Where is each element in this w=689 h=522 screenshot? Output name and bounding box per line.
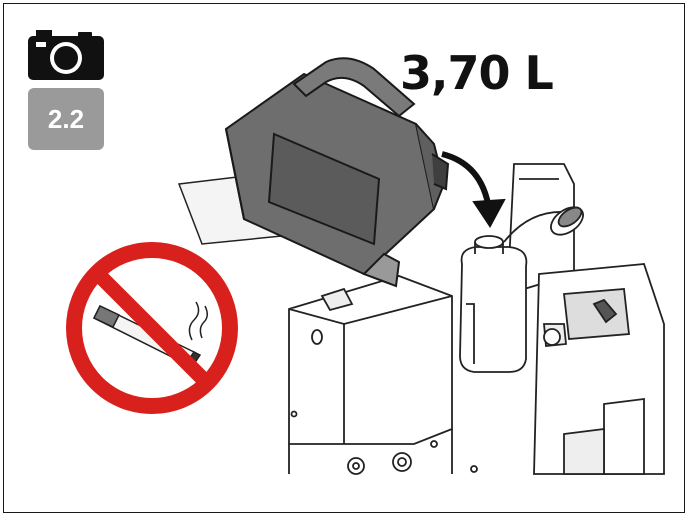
refuel-illustration bbox=[177, 57, 665, 475]
engine-block bbox=[508, 163, 665, 475]
fuel-volume-label: 3,70 L bbox=[400, 46, 554, 100]
fuel-tank bbox=[459, 211, 580, 373]
camera-icon bbox=[28, 30, 104, 80]
pour-arrow-icon bbox=[441, 151, 506, 228]
fuel-canister bbox=[224, 57, 450, 288]
machine-housing bbox=[288, 275, 478, 475]
instruction-panel: 2.2 3,70 L bbox=[3, 3, 685, 513]
step-number-badge: 2.2 bbox=[28, 88, 104, 150]
no-smoking-icon bbox=[66, 242, 238, 414]
fuel-cap bbox=[550, 206, 584, 236]
